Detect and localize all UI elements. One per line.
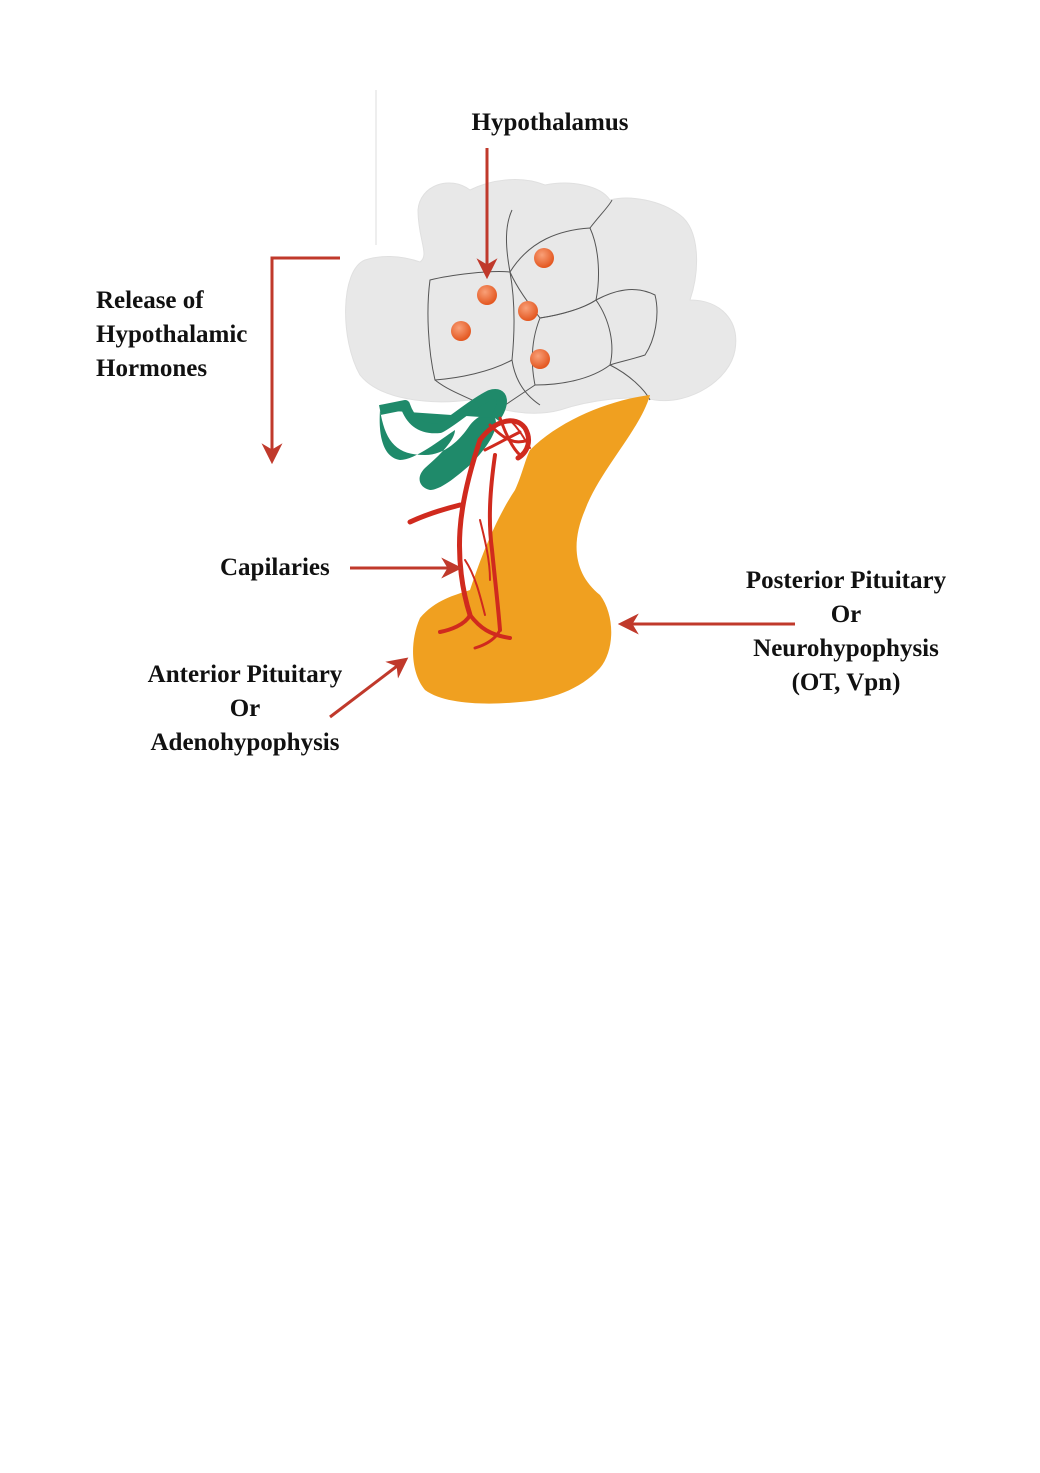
anterior-pituitary-label: Anterior Pituitary Or Adenohypophysis xyxy=(147,661,343,756)
posterior-pituitary-label: Posterior Pituitary Or Neurohypophysis (… xyxy=(745,567,947,696)
infundibulum-stalk-upper xyxy=(379,389,507,434)
arrows xyxy=(261,148,795,719)
granule xyxy=(477,285,497,305)
neurosecretory-granules xyxy=(451,248,554,369)
hypothalamus-shape xyxy=(345,179,737,414)
infundibulum-stalk xyxy=(379,410,496,490)
anterior-arrow xyxy=(329,657,409,719)
granule xyxy=(451,321,471,341)
release-label: Release of Hypothalamic Hormones xyxy=(96,287,248,382)
granule xyxy=(530,349,550,369)
granule xyxy=(534,248,554,268)
capillary-network xyxy=(407,416,531,650)
granule xyxy=(518,301,538,321)
release-arrow xyxy=(261,256,340,465)
posterior-pituitary-shape xyxy=(413,395,650,704)
capillaries-label: Capilaries xyxy=(220,554,330,581)
hypothalamus-label: Hypothalamus xyxy=(471,109,629,136)
